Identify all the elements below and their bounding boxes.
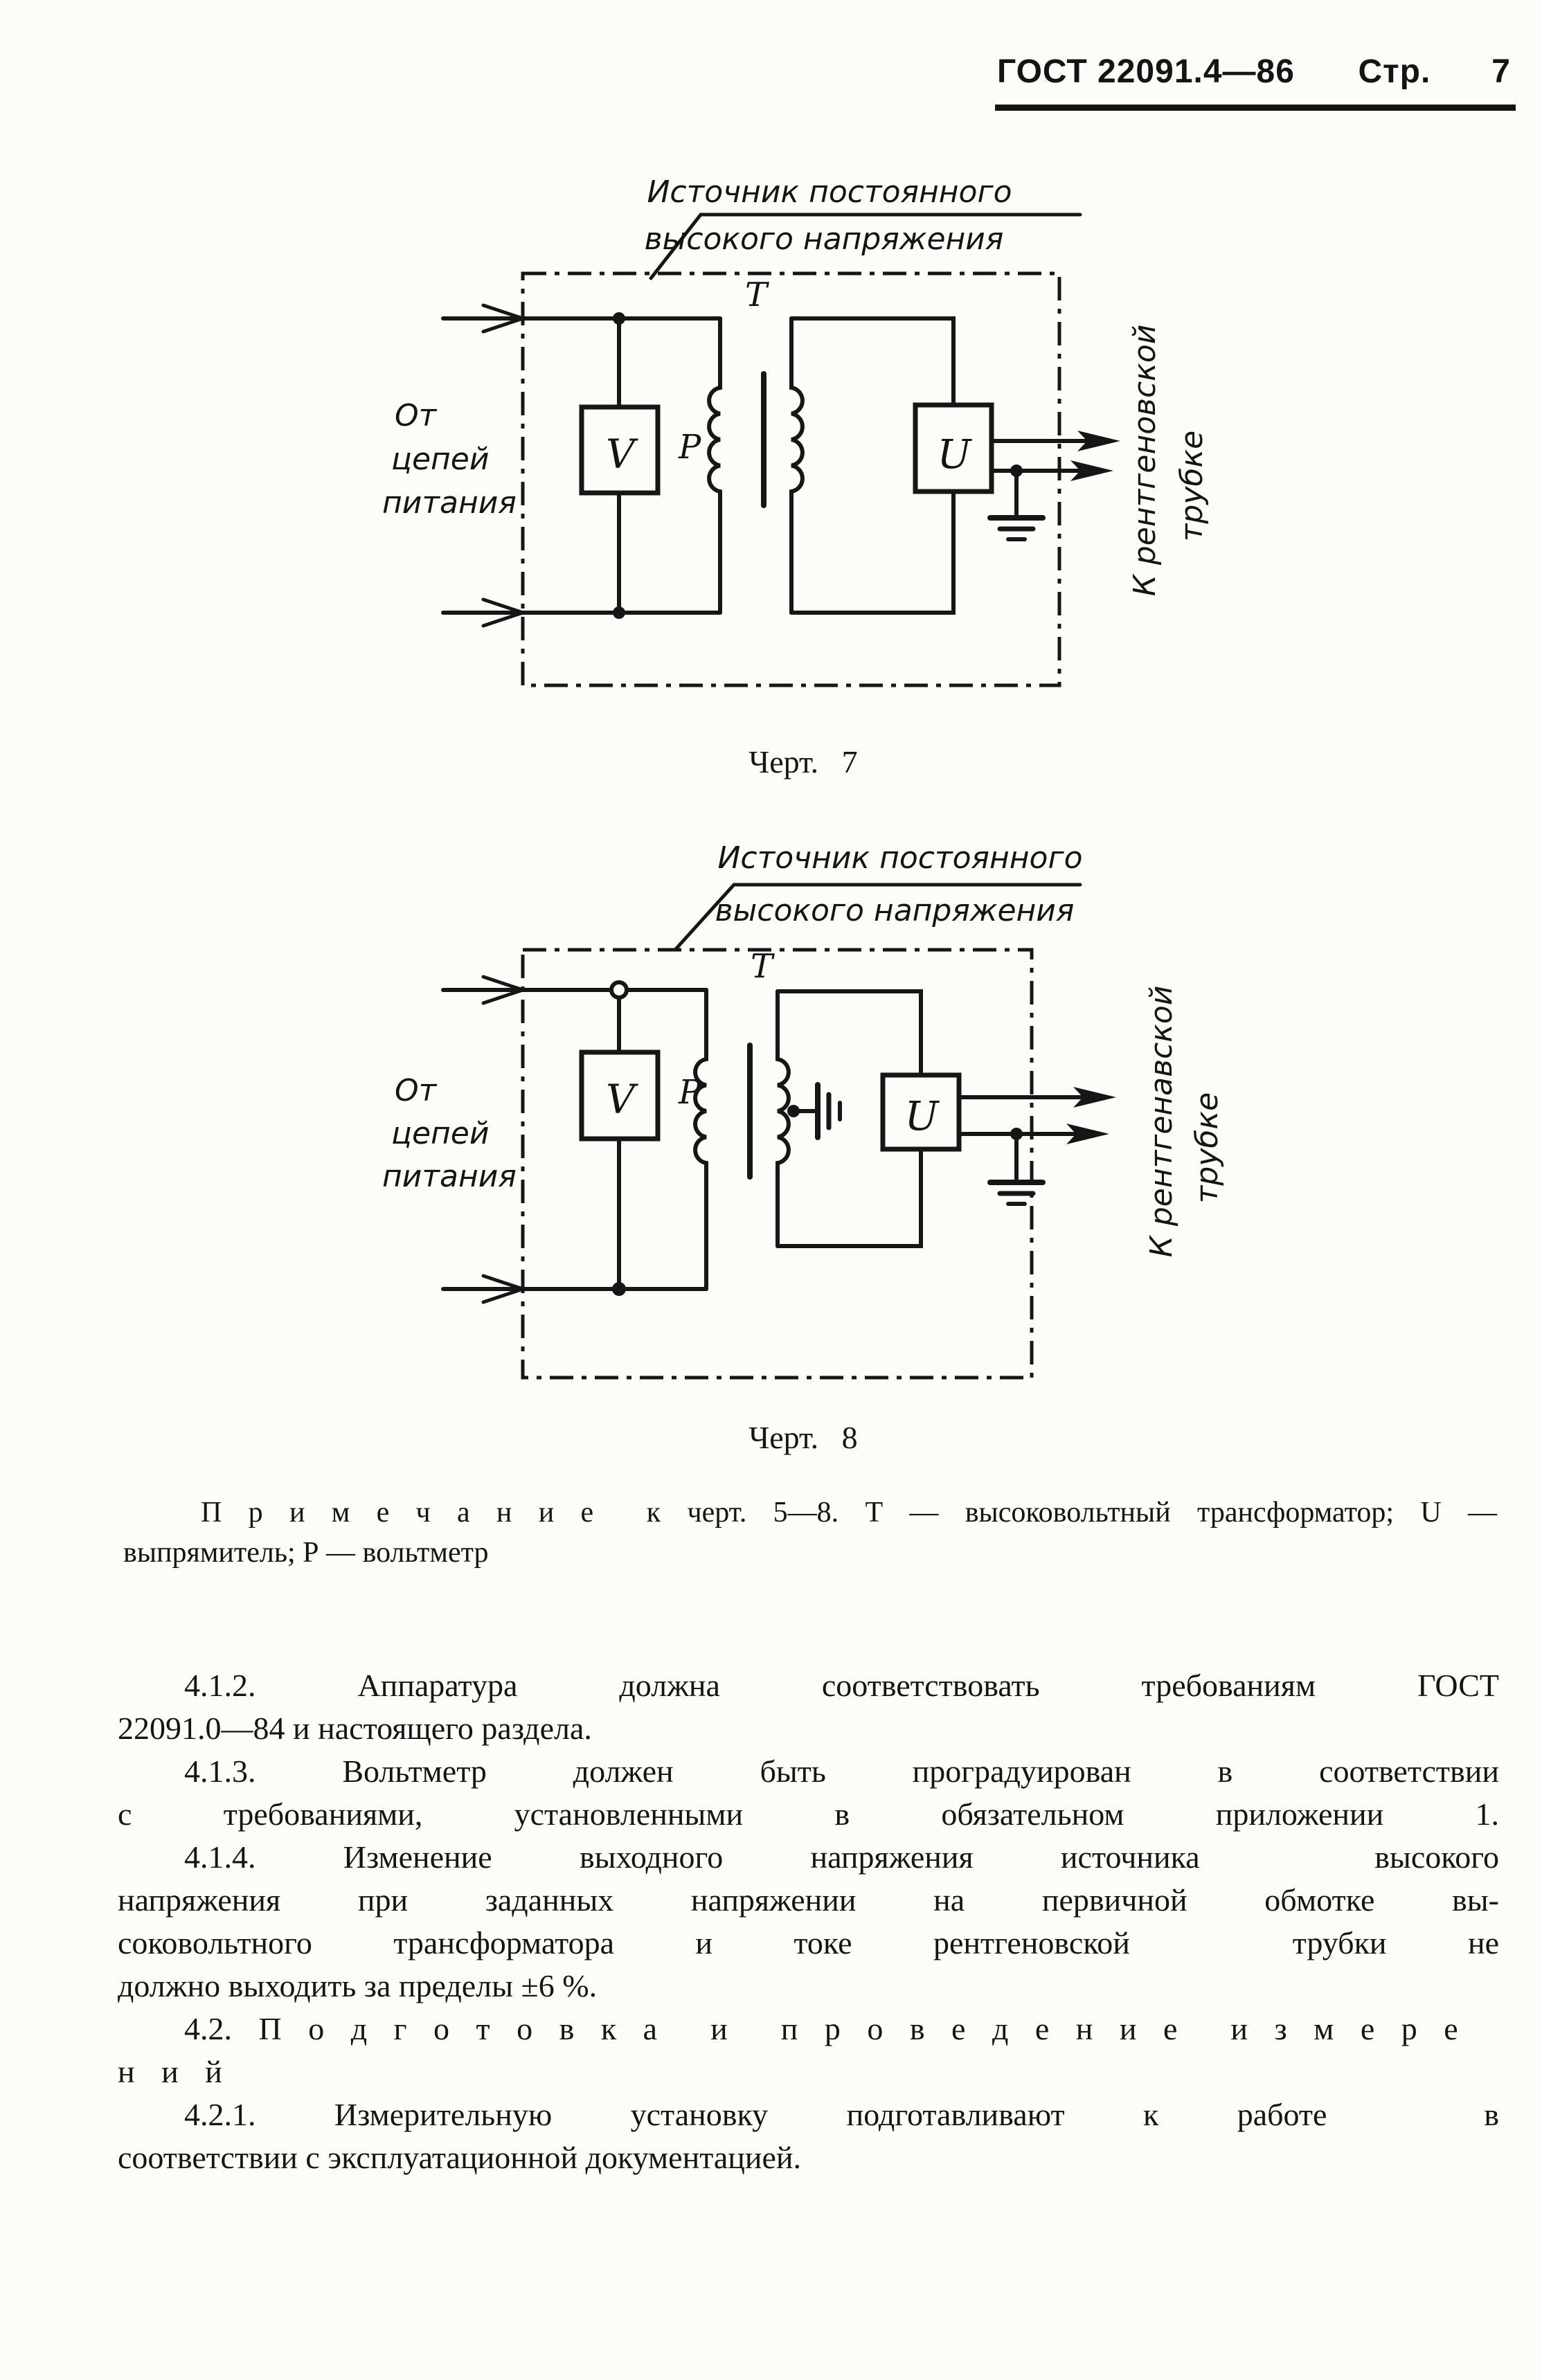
- body-line: с требованиями, установленными в обязате…: [118, 1796, 1499, 1832]
- ground-icon: [987, 515, 1046, 541]
- rectifier-box: [880, 1072, 962, 1152]
- output-arrow-bottom-icon: [1070, 460, 1113, 481]
- figure-8-diagram: Источник постоянного высокого напряжения…: [382, 840, 1225, 1455]
- body-line: напряжения при заданных напряжении на пе…: [118, 1882, 1499, 1918]
- output-arrow-top-icon: [1073, 1087, 1116, 1108]
- leader-line: [649, 213, 1082, 280]
- figure-7-diagram: Источник постоянного высокого напряжения…: [382, 174, 1210, 779]
- body-line: 4.1.4. Изменение выходного напряжения ис…: [184, 1839, 1499, 1875]
- page-number: 7: [1491, 53, 1511, 90]
- rectifier-letter: U: [938, 431, 973, 478]
- transformer-letter: T: [751, 947, 775, 986]
- rectifier-box: [913, 402, 994, 494]
- body-line: 22091.0—84 и настоящего раздела.: [118, 1711, 592, 1746]
- source-label-line2: высокого напряжения: [715, 893, 1075, 928]
- output-label-line1: К рентгенавской: [1144, 986, 1179, 1258]
- output-label-line1: К рентгеновской: [1127, 325, 1163, 597]
- input-label-line1: От: [395, 1073, 438, 1108]
- note-line: выпрямитель; Р — вольтметр: [123, 1537, 489, 1569]
- figure-8: Источник постоянного высокого напряжения…: [382, 840, 1225, 1455]
- input-label-line3: питания: [382, 1159, 517, 1194]
- source-label-line2: высокого напряжения: [645, 222, 1004, 257]
- transformer-letter: T: [745, 276, 769, 314]
- center-tap-ground-icon: [815, 1082, 842, 1140]
- leader-line: [673, 883, 1082, 952]
- enclosure-border: [521, 271, 1061, 687]
- secondary-winding: [776, 989, 791, 1248]
- output-arrow-bottom-icon: [1066, 1124, 1109, 1144]
- standard-number: ГОСТ 22091.4—86: [997, 53, 1295, 90]
- secondary-loop: [789, 316, 956, 615]
- figure-7-caption: Черт. 7: [748, 744, 857, 779]
- voltmeter-box: [579, 1049, 661, 1142]
- body-line: 4.2.1. Измерительную установку подготавл…: [184, 2097, 1499, 2132]
- figure-8-caption: Черт. 8: [748, 1420, 857, 1455]
- voltmeter-letter: V: [606, 431, 638, 478]
- input-label-line2: цепей: [391, 442, 489, 477]
- input-arrow-top-icon: [481, 303, 525, 334]
- source-label-line1: Источник постоянного: [718, 840, 1083, 876]
- body-line: соответствии с эксплуатационной документ…: [118, 2140, 802, 2175]
- input-label-line1: От: [395, 398, 438, 433]
- source-label-line1: Источник постоянного: [647, 174, 1012, 210]
- body-line: соковольтного трансформатора и токе рент…: [118, 1925, 1499, 1960]
- voltmeter-ref: P: [678, 428, 701, 467]
- page-word: Стр.: [1358, 53, 1431, 90]
- ground-icon: [987, 1180, 1046, 1206]
- enclosure-border: [521, 948, 1034, 1380]
- primary-winding: [707, 316, 722, 615]
- output-label-line2: трубке: [1190, 1092, 1225, 1203]
- body-line: должно выходить за пределы ±6 %.: [118, 1968, 598, 2003]
- note-line: П р и м е ч а н и е к черт. 5—8. Т — выс…: [201, 1497, 1497, 1529]
- voltmeter-box: [579, 404, 661, 496]
- voltmeter-letter: V: [606, 1076, 638, 1123]
- input-arrow-bottom-icon: [481, 1274, 525, 1304]
- secondary-loop: [776, 989, 923, 1248]
- input-label-line2: цепей: [391, 1116, 489, 1151]
- input-arrow-top-icon: [481, 975, 525, 1005]
- body-line: 4.2. П о д г о т о в к а и п р о в е д е…: [118, 2011, 1485, 2089]
- body-line: 4.1.2. Аппаратура должна соответствовать…: [184, 1668, 1499, 1703]
- input-arrow-bottom-icon: [481, 597, 525, 628]
- input-label-line3: питания: [382, 485, 517, 521]
- figure-7: Источник постоянного высокого напряжения…: [382, 174, 1210, 779]
- secondary-winding: [789, 316, 805, 615]
- body-line: 4.1.3. Вольтметр должен быть проградуиро…: [184, 1754, 1499, 1789]
- output-label-line2: трубке: [1174, 431, 1210, 541]
- header-rule: [995, 105, 1516, 111]
- page-header: ГОСТ 22091.4—86 Стр. 7: [997, 53, 1511, 91]
- junction-circle-top: [609, 980, 629, 1000]
- rectifier-letter: U: [905, 1092, 940, 1139]
- body-text: 4.1.2. Аппаратура должна соответствовать…: [118, 1664, 1499, 2179]
- primary-winding: [693, 988, 708, 1291]
- figures-note: П р и м е ч а н и е к черт. 5—8. Т — выс…: [123, 1493, 1497, 1573]
- output-arrow-top-icon: [1077, 431, 1120, 451]
